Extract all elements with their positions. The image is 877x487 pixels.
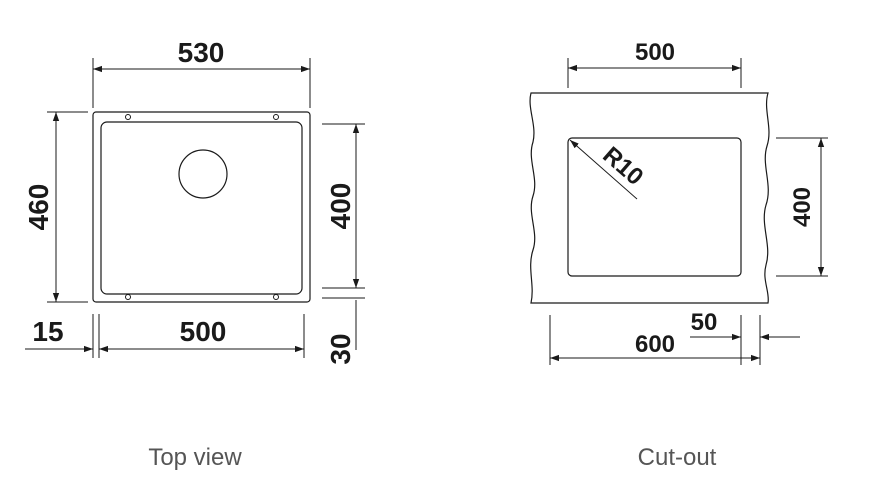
radius-leader bbox=[569, 139, 638, 200]
dim-cutout-overall-width: 600 bbox=[635, 331, 675, 358]
mounting-hole bbox=[273, 294, 279, 300]
dim-rim-offset: 15 bbox=[32, 316, 63, 347]
sink-bowl bbox=[100, 121, 303, 295]
mounting-hole bbox=[125, 294, 131, 300]
caption-top-view: Top view bbox=[148, 444, 242, 471]
cutout-rectangle bbox=[567, 137, 742, 277]
sink-outer-rim bbox=[92, 111, 311, 303]
dim-bowl-depth: 400 bbox=[325, 183, 356, 230]
dim-bowl-width: 500 bbox=[180, 316, 227, 347]
caption-cut-out: Cut-out bbox=[638, 444, 717, 471]
dim-radius: R10 bbox=[597, 142, 648, 191]
dim-cutout-depth: 400 bbox=[789, 187, 816, 227]
dim-cutout-width: 500 bbox=[635, 39, 675, 66]
dim-rim-bottom: 30 bbox=[325, 333, 356, 364]
mounting-hole bbox=[273, 114, 279, 120]
cut-out-view: R10 500 400 600 50 Cut-out bbox=[529, 39, 828, 471]
mounting-hole bbox=[125, 114, 131, 120]
dim-edge-offset: 50 bbox=[691, 309, 718, 336]
countertop-outline bbox=[529, 92, 770, 304]
dim-overall-depth: 460 bbox=[23, 184, 54, 231]
dim-overall-width: 530 bbox=[178, 37, 225, 68]
top-view: 530 460 400 30 15 500 Top view bbox=[23, 37, 365, 471]
drain-circle bbox=[178, 149, 228, 199]
